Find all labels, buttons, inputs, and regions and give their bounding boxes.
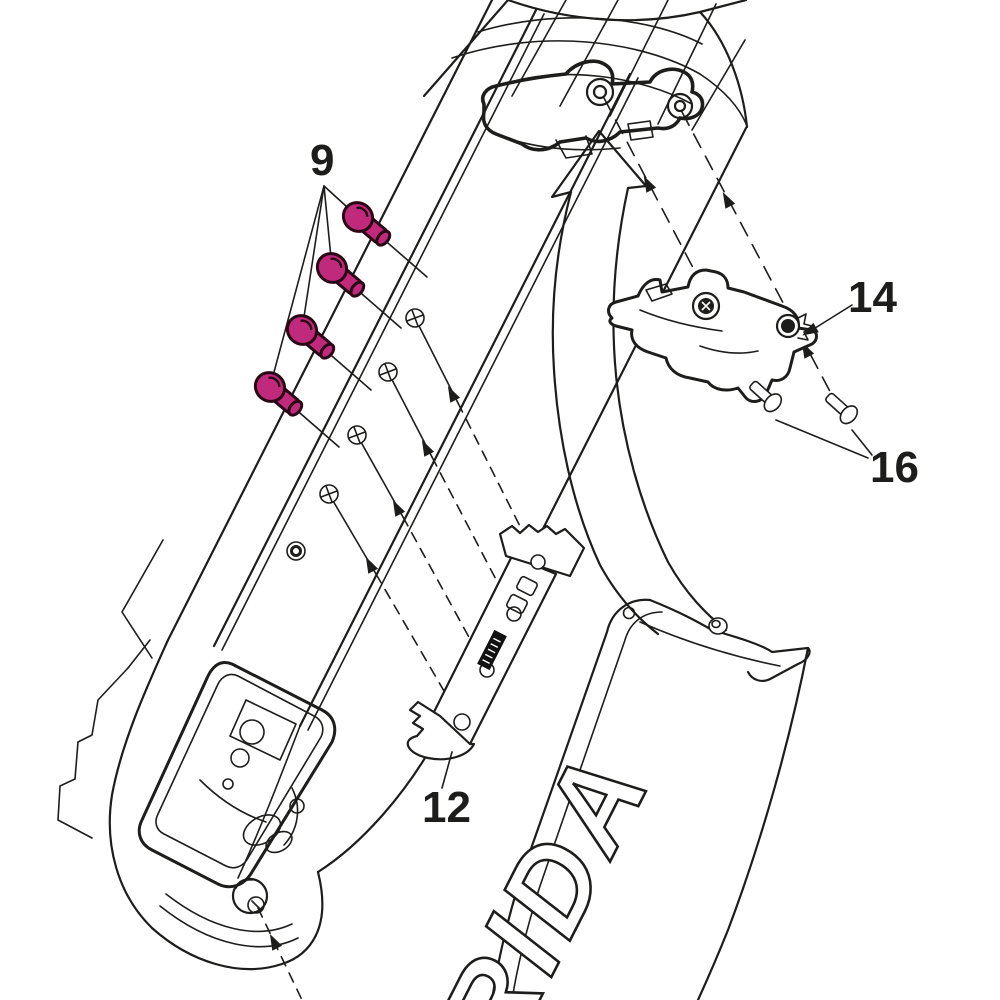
latch-screws-part-16: 16 — [749, 380, 919, 492]
pin-screw-icon — [825, 392, 859, 425]
bracket-assembly-lines — [603, 97, 835, 400]
magenta-screw-icon — [253, 371, 304, 417]
frame-junction-mesh — [422, 0, 749, 131]
battery-rail-part-12: 12 — [406, 523, 586, 832]
cross-screw-icon — [378, 362, 398, 382]
cross-screw-icon — [347, 425, 367, 445]
latch-bracket-part-14: 14 — [607, 268, 897, 403]
battery-latch-mechanism — [199, 699, 305, 854]
magenta-screw-icon — [315, 252, 366, 298]
cover-screw-icon — [708, 617, 728, 635]
tube-grommet-icon — [286, 541, 306, 561]
magenta-screw-icon — [285, 314, 336, 360]
callout-16-leader — [851, 429, 873, 456]
callout-12-leader — [441, 751, 453, 789]
part-label-9: 9 — [310, 136, 334, 185]
lock-assembly-line — [257, 907, 303, 1000]
part-label-16: 16 — [870, 443, 919, 492]
part-9-callout-group: 9 — [253, 136, 428, 448]
rail-part-sticker — [477, 629, 507, 671]
part-label-14: 14 — [848, 273, 897, 322]
battery-bay — [137, 661, 337, 1000]
part-label-12: 12 — [422, 783, 471, 832]
cross-screw-icon — [319, 484, 339, 504]
callout-14-leader — [811, 304, 853, 331]
pin-screw-icon — [749, 380, 783, 413]
insertion-direction-arrow — [550, 129, 728, 636]
upper-mount-bracket — [480, 59, 705, 159]
cover-logo-text: RIDA — [414, 728, 677, 1000]
magenta-screw-icon — [341, 201, 392, 247]
callout-16-leader — [775, 419, 869, 459]
cross-screw-icon — [405, 308, 425, 328]
lock-barrel-icon — [231, 877, 269, 915]
